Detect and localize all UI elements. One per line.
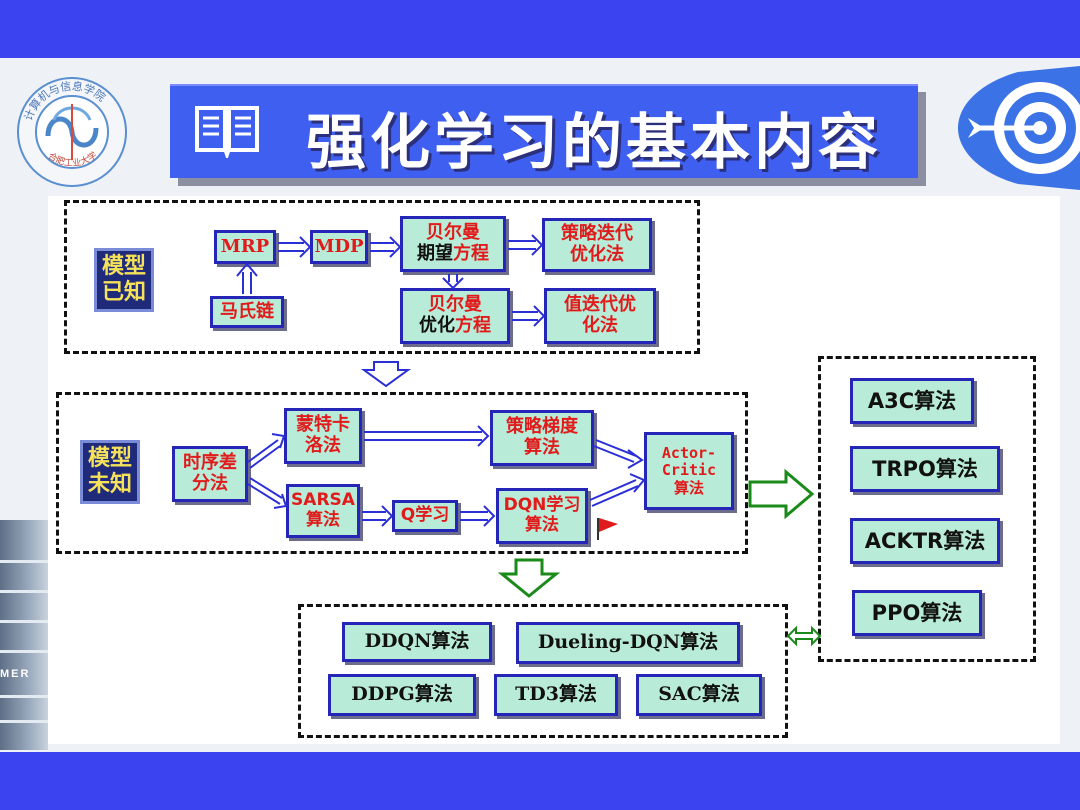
bellman-expectation-word-a: 期望 [417,243,453,264]
model-known-label: 模型 已知 [94,248,154,312]
node-q-learning: Q学习 [392,500,458,532]
top-band [0,0,1080,58]
target-icon [958,66,1080,190]
bellman-optimality-line2: 优化方程 [419,315,491,337]
model-known-group [64,200,700,354]
bellman-optimality-line1: 贝尔曼 [428,294,482,316]
bellman-expectation-line2: 期望方程 [417,243,489,265]
title-bar: 强化学习的基本内容 [170,84,918,178]
bellman-expectation-word-b: 方程 [453,243,489,264]
node-ppo: PPO算法 [852,590,982,636]
building-photo: MER [0,520,48,750]
model-free-group [56,392,748,554]
bottom-band [0,752,1080,810]
node-td-learning: 时序差 分法 [172,446,248,502]
building-sign: MER [0,668,31,680]
node-ddqn: DDQN算法 [342,622,492,662]
bellman-expectation-line1: 贝尔曼 [426,222,480,244]
model-free-label: 模型 未知 [80,440,140,504]
node-policy-gradient: 策略梯度 算法 [490,410,594,466]
node-actor-critic: Actor- Critic 算法 [644,432,734,510]
page-title: 强化学习的基本内容 [306,108,882,178]
node-sac: SAC算法 [636,674,762,716]
bellman-optimality-word-a: 优化 [419,315,455,336]
node-trpo: TRPO算法 [850,446,1000,492]
book-icon [195,106,259,158]
node-bellman-expectation: 贝尔曼 期望方程 [400,216,506,272]
dqn-family-group [298,604,788,738]
node-a3c: A3C算法 [850,378,974,424]
node-td3: TD3算法 [494,674,618,716]
node-mrp: MRP [214,230,276,264]
node-sarsa: SARSA 算法 [286,484,360,538]
node-dqn: DQN学习 算法 [496,488,588,544]
node-bellman-optimality: 贝尔曼 优化方程 [400,288,510,344]
university-logo: 计算机与信息学院 合肥工业大学 [17,77,127,187]
node-acktr: ACKTR算法 [850,518,1000,564]
bellman-optimality-word-b: 方程 [455,315,491,336]
node-markov-chain: 马氏链 [210,296,284,328]
node-mdp: MDP [310,230,368,264]
node-value-iteration: 值迭代优 化法 [544,288,656,344]
actor-critic-family-group [818,356,1036,662]
node-dueling-dqn: Dueling-DQN算法 [516,622,740,664]
node-monte-carlo: 蒙特卡 洛法 [284,408,362,464]
node-ddpg: DDPG算法 [328,674,476,716]
node-policy-iteration: 策略迭代 优化法 [542,218,652,272]
